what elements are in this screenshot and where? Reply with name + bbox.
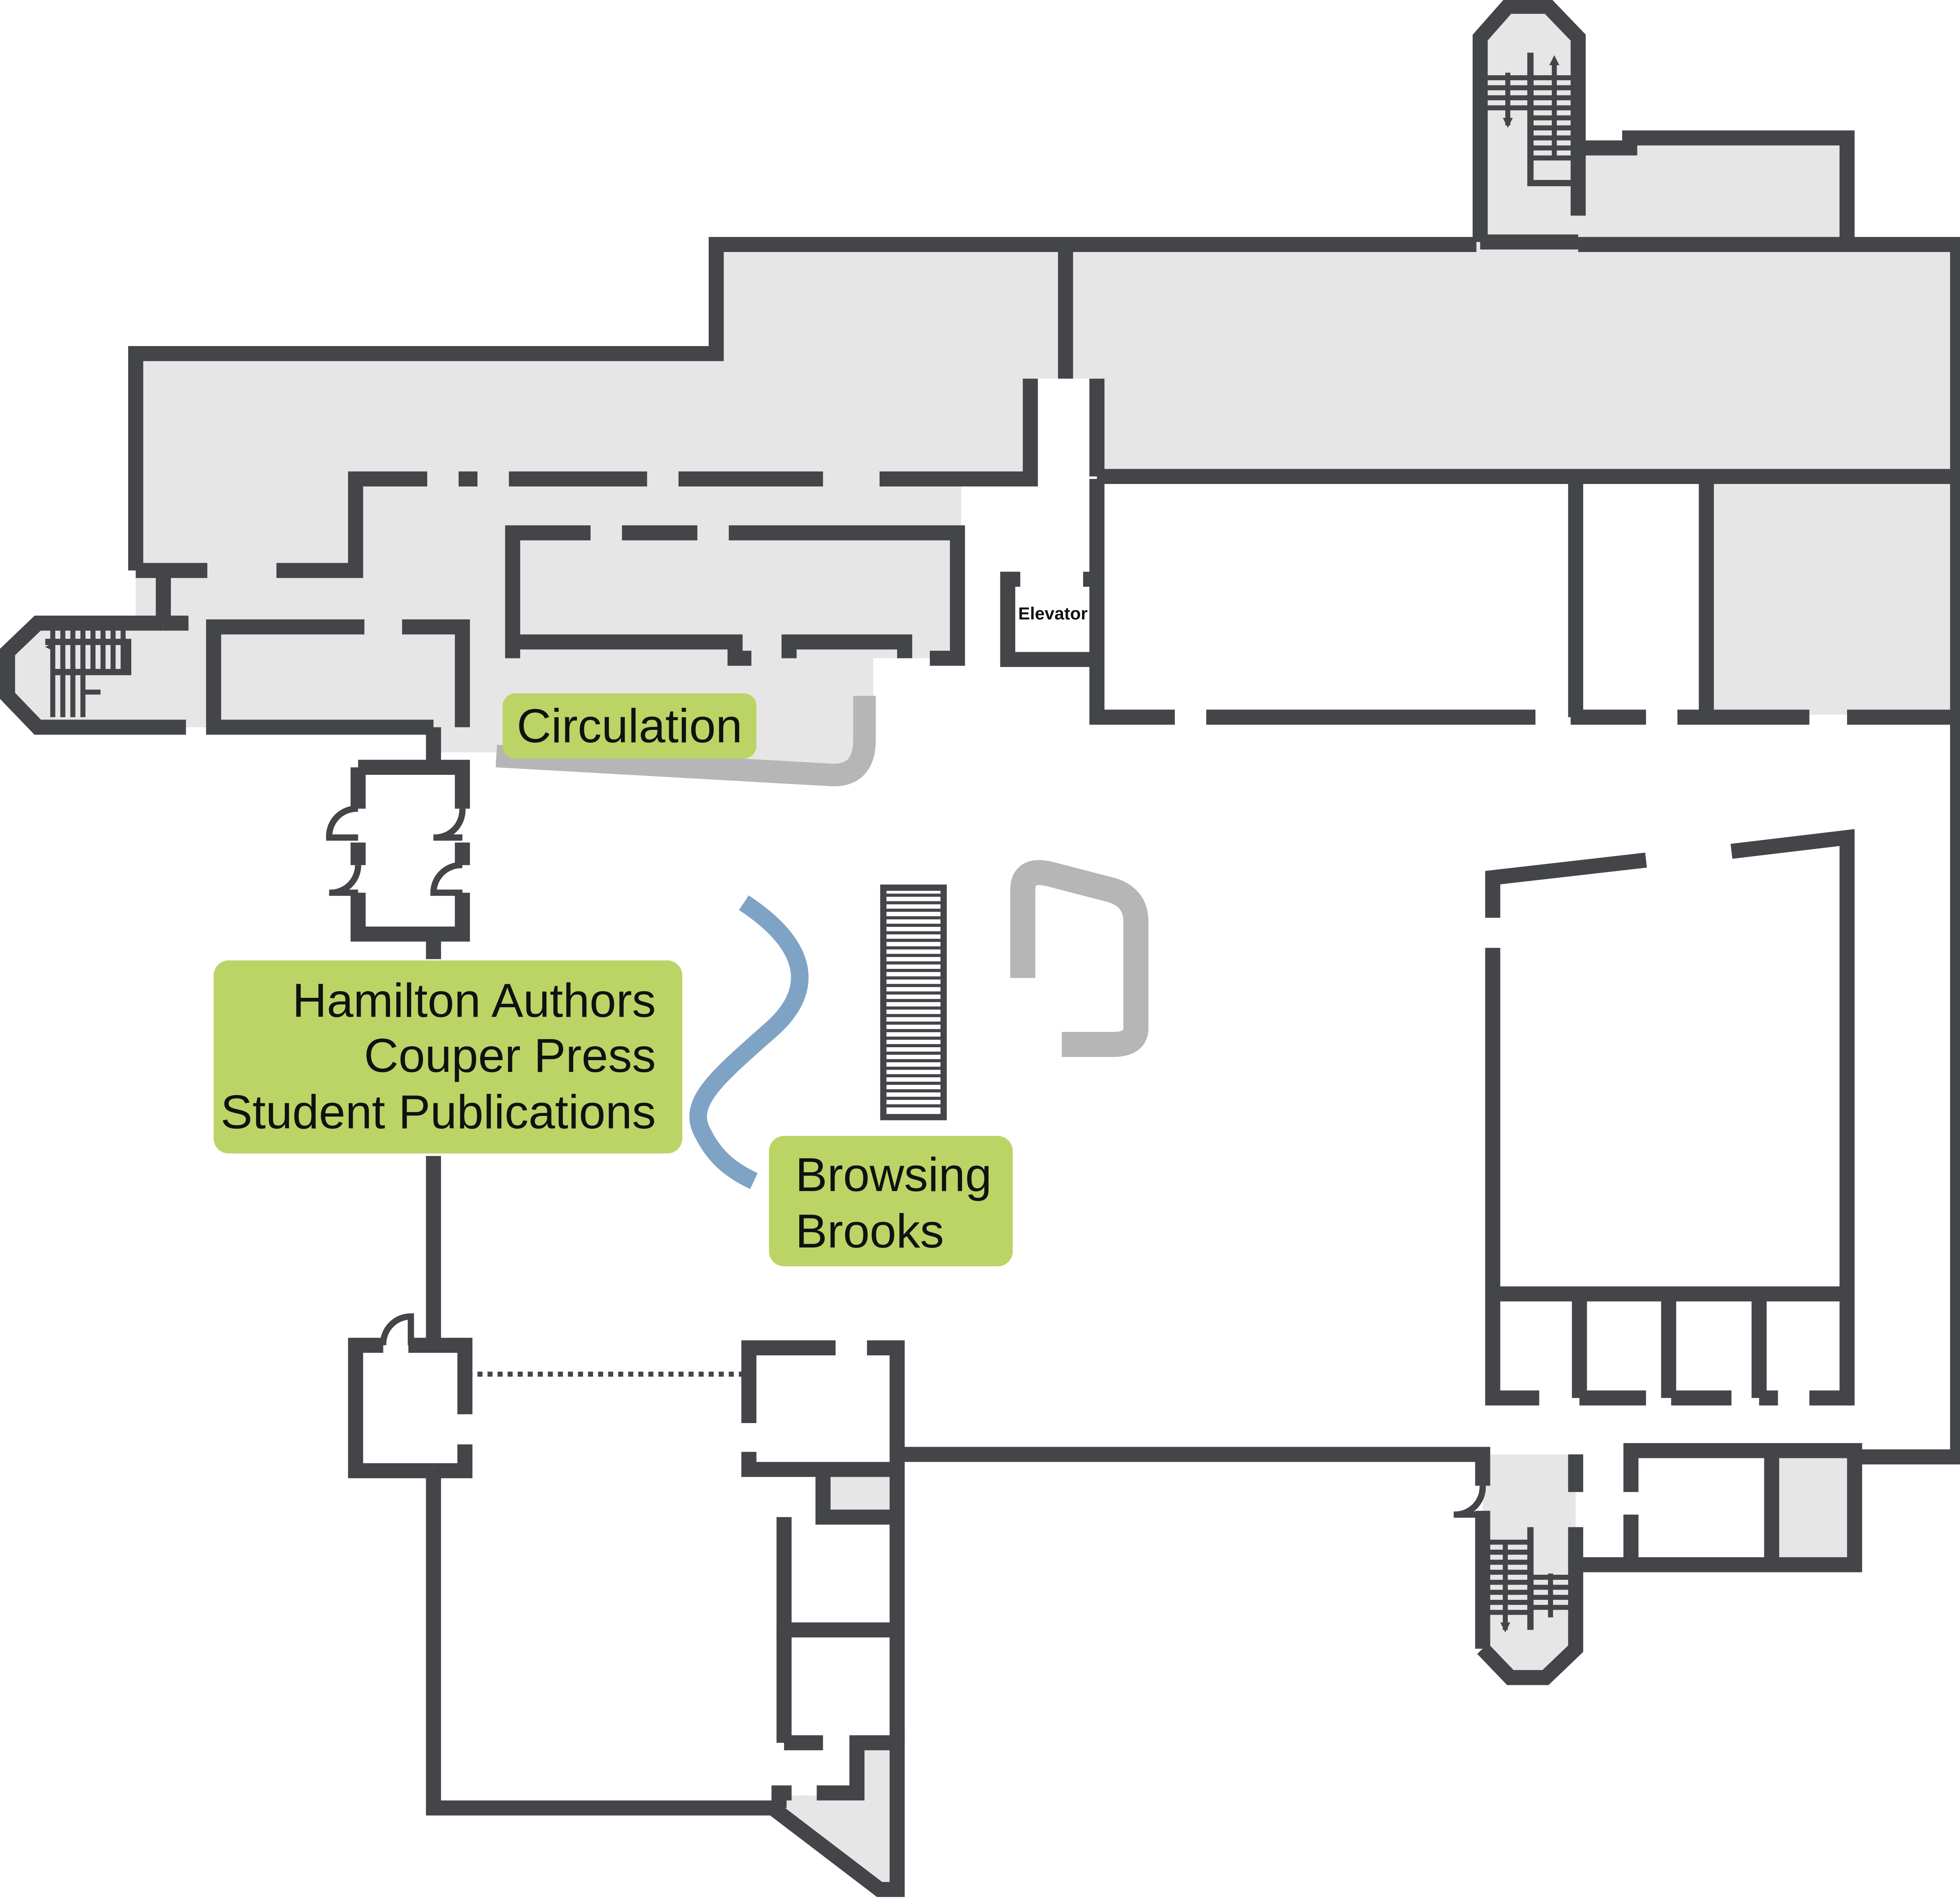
shaded-areas [7,6,1958,1887]
browsing-label-line2: Brooks [795,1204,944,1258]
east-room-shade [1706,479,1958,715]
browsing-label-line1: Browsing [795,1148,992,1201]
collections-label: Hamilton Authors Couper Press Student Pu… [213,960,682,1154]
circulation-label-text: Circulation [517,699,742,752]
stairwell-south-icon [1485,1527,1573,1633]
south-closet-shade [823,1469,894,1517]
circulation-label: Circulation [503,693,757,759]
door-swing-icon [433,809,466,841]
central-stair-icon [880,884,947,1121]
door-swing-icon [1454,1485,1486,1518]
curved-shelf [689,895,809,1189]
elevator-label: Elevator [1018,603,1088,623]
stairwell-north-icon [1483,53,1578,187]
furniture [495,696,1149,1189]
collections-label-line3: Student Publications [221,1085,656,1139]
south-corner-shade [779,1742,895,1887]
south-east-shade [1771,1451,1855,1561]
door-swing-icon [329,865,361,896]
collections-label-line2: Couper Press [364,1029,656,1082]
collections-label-line1: Hamilton Authors [292,974,656,1027]
door-swings [326,805,1486,1518]
circulation-desk [495,696,876,787]
door-swing-icon [430,862,463,896]
door-swing-icon [326,805,358,841]
service-desk [1010,860,1149,1057]
north-east-wing-shade [1065,138,1958,477]
door-swing-icon [380,1313,414,1345]
browsing-label: Browsing Brooks [769,1136,1013,1267]
stairwell-west-icon [45,627,131,717]
